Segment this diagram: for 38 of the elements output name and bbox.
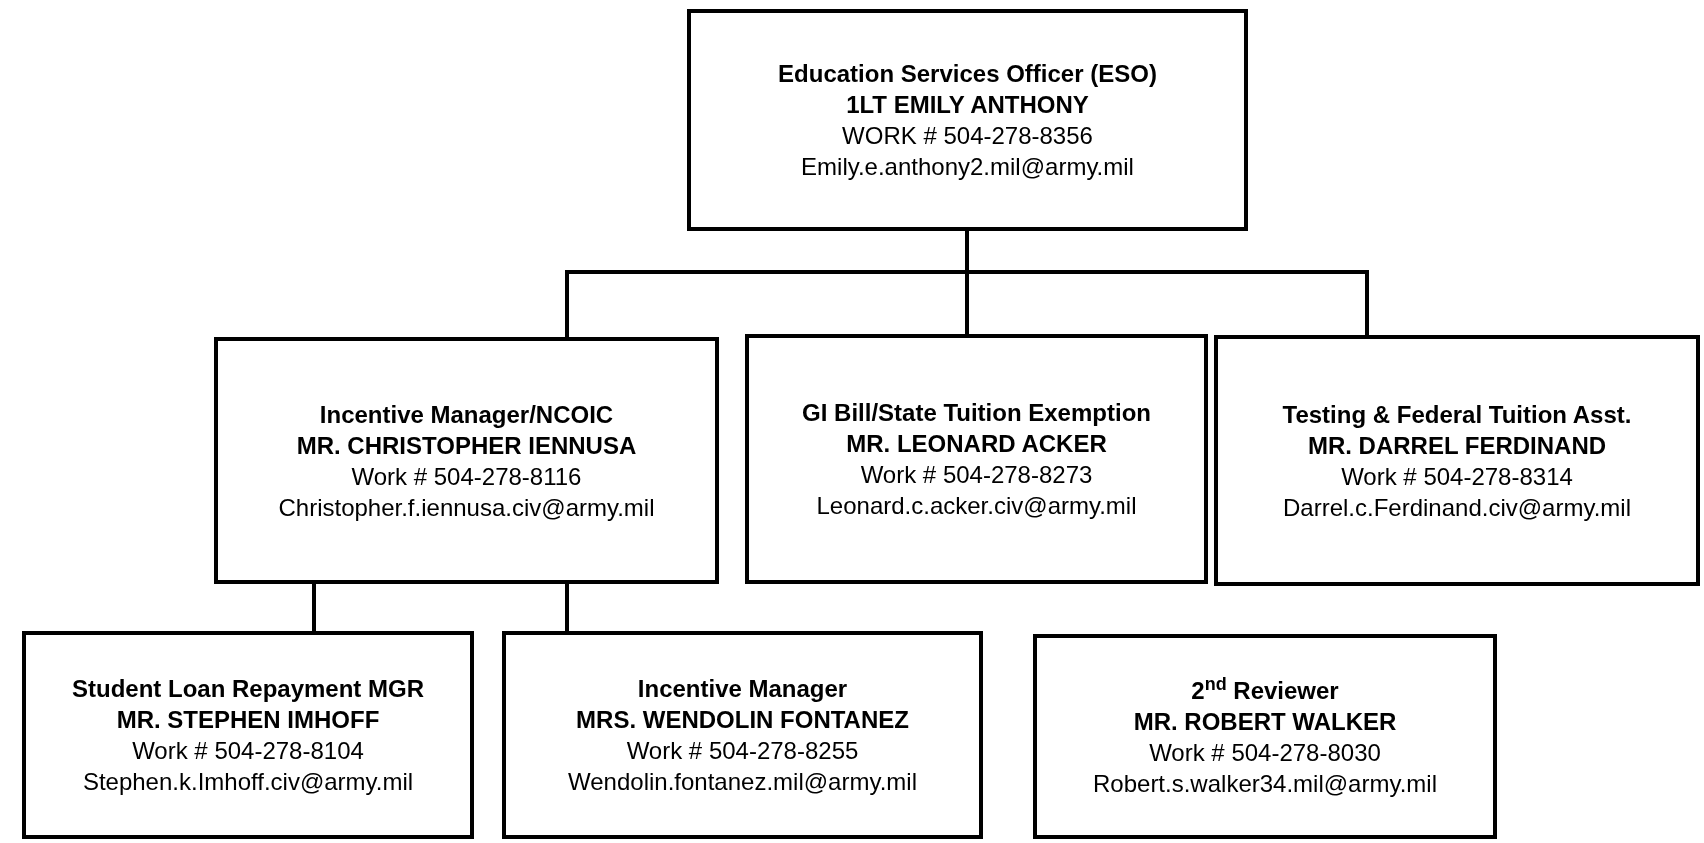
email-address: Leonard.c.acker.civ@army.mil — [816, 491, 1137, 521]
email-address: Stephen.k.Imhoff.civ@army.mil — [82, 767, 414, 797]
position-title: Incentive Manager — [637, 674, 848, 704]
org-box — [745, 334, 1208, 584]
email-address: Emily.e.anthony2.mil@army.mil — [801, 152, 1134, 182]
org-box — [214, 337, 719, 584]
phone-number: Work # 504-278-8116 — [351, 461, 582, 492]
connector-line — [312, 584, 316, 631]
person-name: MR. ROBERT WALKER — [1133, 706, 1397, 737]
phone-number: Work # 504-278-8104 — [132, 736, 364, 766]
phone-number: WORK # 504-278-8356 — [842, 121, 1093, 151]
org-box — [22, 631, 474, 839]
org-box — [1214, 335, 1700, 586]
position-title: 2$^{nd}$ Reviewer — [1191, 674, 1339, 706]
phone-number: Work # 504-278-8314 — [1341, 461, 1573, 492]
position-title: Incentive Manager/NCOIC — [319, 399, 614, 430]
person-name: MR. CHRISTOPHER IENNUSA — [296, 430, 637, 461]
person-name: 1LT EMILY ANTHONY — [846, 90, 1089, 120]
position-title: GI Bill/State Tuition Exemption — [802, 398, 1151, 428]
org-box — [502, 631, 983, 839]
position-title: Student Loan Repayment MGR — [72, 674, 424, 704]
email-address: Darrel.c.Ferdinand.civ@army.mil — [1283, 492, 1631, 523]
phone-number: Work # 504-278-8255 — [626, 736, 859, 766]
email-address: Wendolin.fontanez.mil@army.mil — [568, 767, 917, 797]
person-name: MR. STEPHEN IMHOFF — [116, 705, 380, 735]
org-box — [687, 9, 1248, 231]
position-title: Testing & Federal Tuition Asst. — [1282, 399, 1632, 430]
org-box — [1033, 634, 1497, 839]
connector-line — [565, 584, 569, 631]
person-name: MR. LEONARD ACKER — [846, 429, 1107, 459]
connector-line — [965, 231, 1369, 335]
person-name: MR. DARREL FERDINAND — [1307, 430, 1607, 461]
position-title: Education Services Officer (ESO) — [778, 59, 1157, 89]
email-address: Robert.s.walker34.mil@army.mil — [1093, 768, 1437, 799]
person-name: MRS. WENDOLIN FONTANEZ — [576, 705, 909, 735]
email-address: Christopher.f.iennusa.civ@army.mil — [278, 492, 655, 523]
phone-number: Work # 504-278-8273 — [860, 460, 1093, 490]
phone-number: Work # 504-278-8030 — [1149, 737, 1381, 768]
